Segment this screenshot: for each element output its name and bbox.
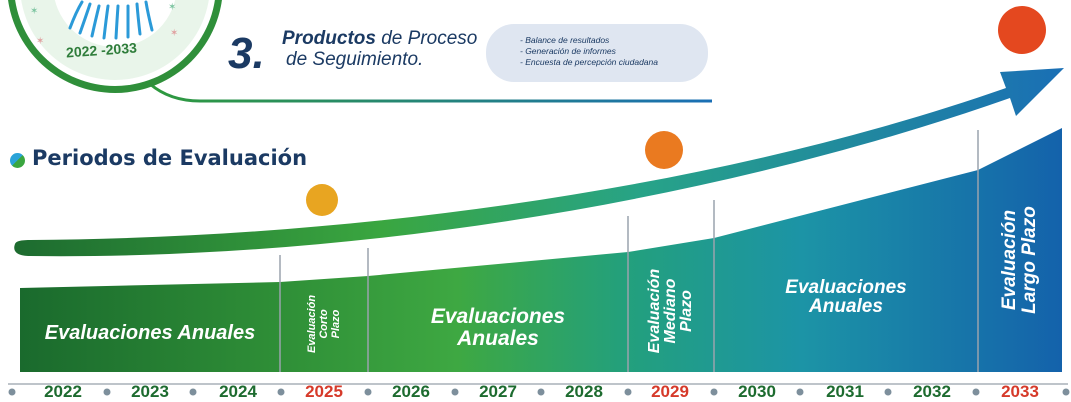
year-label: 2024: [219, 382, 257, 401]
segment-label-line: Mediano: [662, 278, 680, 344]
year-label: 2027: [479, 382, 517, 401]
segment-label-line: Plazo: [329, 309, 342, 339]
logo-emblem: ✶ ✶ ✶ ✶: [8, 0, 222, 93]
year-label: 2030: [738, 382, 776, 401]
axis-tick-dot: [884, 388, 892, 396]
note-item: - Balance de resultados: [520, 35, 610, 45]
step-number: 3.: [228, 29, 265, 78]
segment-label-long-term: Evaluación Largo Plazo: [980, 160, 1060, 360]
year-label: 2028: [565, 382, 603, 401]
axis-ticks: [8, 388, 1070, 396]
note-item: - Encuesta de percepción ciudadana: [520, 57, 658, 67]
svg-text:✶: ✶: [170, 28, 178, 39]
step-title: Productos de Proceso de Seguimiento.: [282, 28, 477, 70]
segment-label-line: Evaluación: [646, 268, 664, 354]
svg-text:✶: ✶: [168, 2, 176, 13]
axis-tick-dot: [103, 388, 111, 396]
segment-label-line: Plazo: [678, 290, 696, 332]
section-bullet-icon: [10, 153, 25, 168]
segment-label-annual-2: Evaluaciones Anuales: [370, 306, 626, 350]
axis-tick-dot: [451, 388, 459, 396]
section-title: Periodos de Evaluación: [32, 146, 308, 170]
segment-label-medium-term: Evaluación Mediano Plazo: [630, 252, 712, 370]
segment-label-annual-1: Evaluaciones Anuales: [44, 322, 256, 344]
step-title-line2: de Seguimiento.: [286, 49, 424, 70]
marker-short-term: [306, 184, 338, 216]
year-label: 2026: [392, 382, 430, 401]
segment-label-line: Corto: [317, 309, 330, 339]
axis-tick-dot: [537, 388, 545, 396]
segment-label-line: Evaluación: [999, 209, 1020, 311]
segment-label-line: Evaluación: [305, 294, 318, 354]
axis-tick-dot: [972, 388, 980, 396]
year-label: 2031: [826, 382, 864, 401]
segment-label-line: Anuales: [809, 296, 883, 317]
axis-tick-dot: [8, 388, 16, 396]
segment-label-line: Largo Plazo: [1019, 206, 1040, 314]
step-title-bold: Productos: [282, 28, 376, 49]
segment-label-line: Anuales: [457, 327, 539, 350]
year-label: 2033: [1001, 382, 1039, 401]
segment-label-line: Evaluaciones: [785, 277, 907, 298]
year-label: 2023: [131, 382, 169, 401]
axis-tick-dot: [277, 388, 285, 396]
year-label: 2022: [44, 382, 82, 401]
segment-label-line: Evaluaciones: [430, 305, 566, 328]
header-bottom-line: [149, 82, 712, 103]
svg-text:✶: ✶: [30, 6, 38, 17]
axis-tick-dot: [624, 388, 632, 396]
year-label: 2025: [305, 382, 343, 401]
axis-tick-dot: [796, 388, 804, 396]
axis-tick-dot: [189, 388, 197, 396]
notes-box: - Balance de resultados - Generación de …: [486, 24, 708, 82]
axis-tick-dot: [1062, 388, 1070, 396]
year-label: 2032: [913, 382, 951, 401]
marker-medium-term: [645, 131, 683, 169]
axis-tick-dot: [364, 388, 372, 396]
segment-label-annual-3: Evaluaciones Anuales: [716, 278, 976, 316]
step-title-rest: de Proceso: [375, 28, 478, 49]
note-item: - Generación de informes: [520, 46, 616, 56]
segment-label-short-term: Evaluación Corto Plazo: [282, 278, 366, 370]
marker-long-term: [998, 6, 1046, 54]
axis-tick-dot: [710, 388, 718, 396]
svg-text:✶: ✶: [36, 36, 44, 47]
year-label: 2029: [651, 382, 689, 401]
segment-dividers: [279, 130, 979, 372]
